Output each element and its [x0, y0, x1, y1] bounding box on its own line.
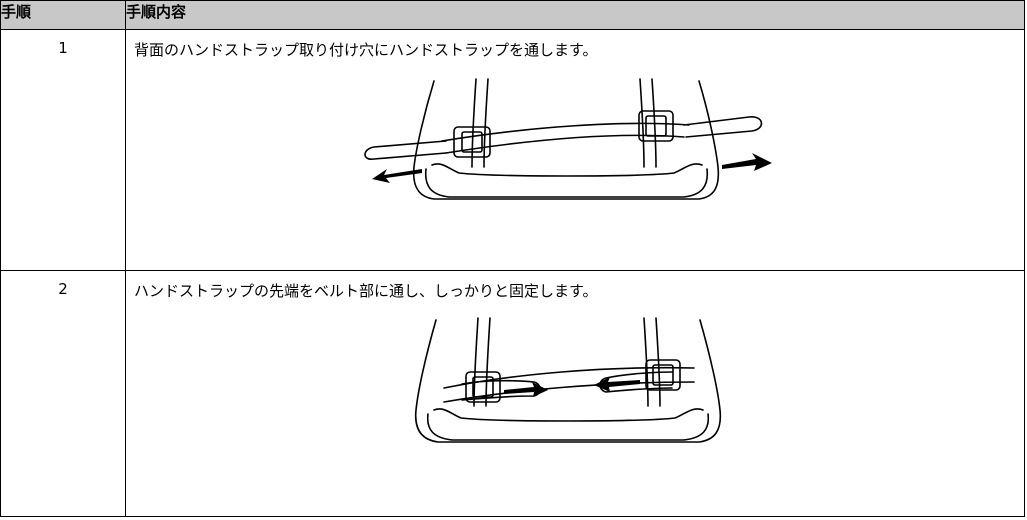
step-instruction: ハンドストラップの先端をベルト部に通し、しっかりと固定します。 — [134, 282, 598, 300]
device-base — [424, 168, 709, 198]
step-content: ハンドストラップの先端をベルト部に通し、しっかりと固定します。 — [125, 270, 1025, 517]
hand-strap — [441, 122, 690, 154]
arrow-right-icon — [722, 153, 772, 171]
table-row: 1 背面のハンドストラップ取り付け穴にハンドストラップを通します。 — [0, 29, 1025, 271]
step-number: 2 — [0, 270, 126, 517]
step-content: 背面のハンドストラップ取り付け穴にハンドストラップを通します。 — [125, 29, 1025, 271]
step-number: 1 — [0, 29, 126, 271]
header-content: 手順内容 — [125, 0, 1025, 30]
device-body — [414, 319, 722, 443]
device-base — [426, 413, 710, 441]
right-buckle — [638, 110, 674, 142]
left-buckle — [465, 371, 501, 403]
arrow-right-icon — [504, 382, 548, 397]
right-buckle — [645, 359, 681, 391]
left-buckle — [453, 126, 491, 158]
hand-strap-insert-illustration — [364, 78, 772, 200]
header-step: 手順 — [0, 0, 126, 30]
arrow-left-icon — [372, 169, 422, 183]
table-row: 2 ハンドストラップの先端をベルト部に通し、しっかりと固定します。 — [0, 270, 1025, 517]
step-instruction: 背面のハンドストラップ取り付け穴にハンドストラップを通します。 — [134, 41, 598, 59]
arrow-left-icon — [594, 377, 640, 392]
hand-strap-fasten-illustration — [414, 317, 722, 443]
table-header-row: 手順 手順内容 — [0, 0, 1025, 30]
